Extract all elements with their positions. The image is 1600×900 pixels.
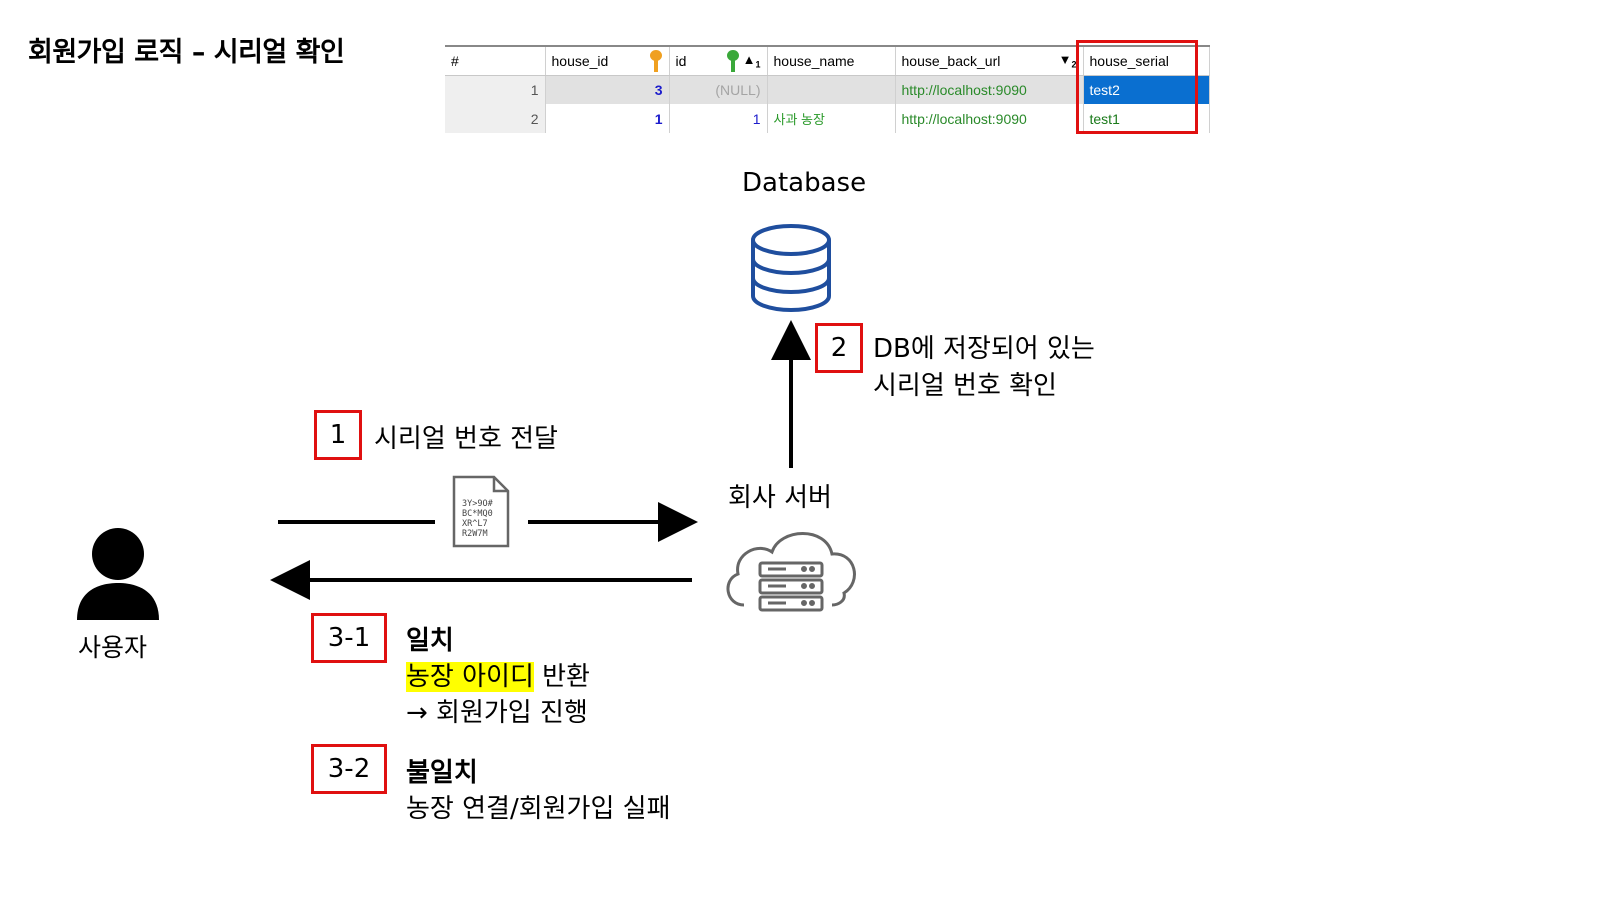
file-text-line: R2W7M: [462, 529, 488, 539]
step-1-text: 시리얼 번호 전달: [374, 424, 558, 454]
cell-house-serial-selected[interactable]: test2: [1083, 75, 1210, 104]
step-3-2-badge: 3-2: [311, 744, 387, 794]
file-text-line: 3Y>9O#: [462, 499, 494, 509]
database-icon: [751, 224, 831, 312]
table-row[interactable]: 2 1 1 사과 농장 http://localhost:9090 test1: [445, 104, 1210, 133]
primary-key-icon: [649, 49, 663, 72]
column-header-rownum[interactable]: #: [445, 45, 546, 76]
column-header-house-name[interactable]: house_name: [767, 45, 896, 76]
sort-ascending-icon[interactable]: ▲1: [742, 51, 761, 70]
step-3-1-badge: 3-1: [311, 613, 387, 663]
table-header-row: # house_id id ▲1 house_name house_back_u…: [445, 45, 1210, 76]
page-title: 회원가입 로직 – 시리얼 확인: [28, 37, 345, 68]
cell-house-name[interactable]: 사과 농장: [767, 104, 896, 133]
step-2-badge: 2: [815, 323, 863, 373]
row-number: 1: [445, 75, 546, 104]
cell-id[interactable]: (NULL): [669, 75, 768, 104]
db-result-table[interactable]: # house_id id ▲1 house_name house_back_u…: [445, 45, 1210, 133]
user-icon: [77, 528, 159, 620]
step-3-1-line-2: 농장 아이디 반환: [406, 656, 590, 693]
file-text-line: XR^L7: [462, 519, 488, 529]
database-label: Database: [742, 168, 867, 198]
step-3-2-title: 불일치: [406, 758, 478, 788]
highlighted-farm-id: 농장 아이디: [406, 662, 534, 692]
cell-house-id[interactable]: 3: [545, 75, 670, 104]
serial-column-highlight-box: [1076, 40, 1198, 134]
cell-house-id[interactable]: 1: [545, 104, 670, 133]
step-3-1-return-text: 반환: [533, 662, 590, 692]
cell-house-name[interactable]: [767, 75, 896, 104]
column-header-house-back-url[interactable]: house_back_url ▼2: [895, 45, 1084, 76]
user-label: 사용자: [78, 633, 148, 662]
row-number: 2: [445, 104, 546, 133]
cell-id[interactable]: 1: [669, 104, 768, 133]
table-row[interactable]: 1 3 (NULL) http://localhost:9090 test2: [445, 75, 1210, 104]
column-header-house-id[interactable]: house_id: [545, 45, 670, 76]
step-3-2-line-2: 농장 연결/회원가입 실패: [406, 794, 671, 824]
step-2-line-2: 시리얼 번호 확인: [873, 371, 1057, 401]
step-1-badge: 1: [314, 410, 362, 460]
foreign-key-icon: [726, 49, 740, 72]
file-icon: 3Y>9O# BC*MQ0 XR^L7 R2W7M: [452, 475, 510, 548]
file-text-line: BC*MQ0: [462, 509, 493, 519]
column-header-house-serial[interactable]: house_serial: [1083, 45, 1210, 76]
cell-house-back-url[interactable]: http://localhost:9090: [895, 104, 1084, 133]
cloud-server-icon: [726, 532, 856, 612]
sort-descending-icon[interactable]: ▼2: [1058, 51, 1077, 70]
server-label: 회사 서버: [728, 483, 832, 513]
column-header-id[interactable]: id ▲1: [669, 45, 768, 76]
step-3-1-title: 일치: [406, 626, 454, 656]
cell-house-back-url[interactable]: http://localhost:9090: [895, 75, 1084, 104]
cell-house-serial[interactable]: test1: [1083, 104, 1210, 133]
step-2-line-1: DB에 저장되어 있는: [873, 334, 1095, 364]
step-3-1-line-3: → 회원가입 진행: [406, 698, 588, 728]
